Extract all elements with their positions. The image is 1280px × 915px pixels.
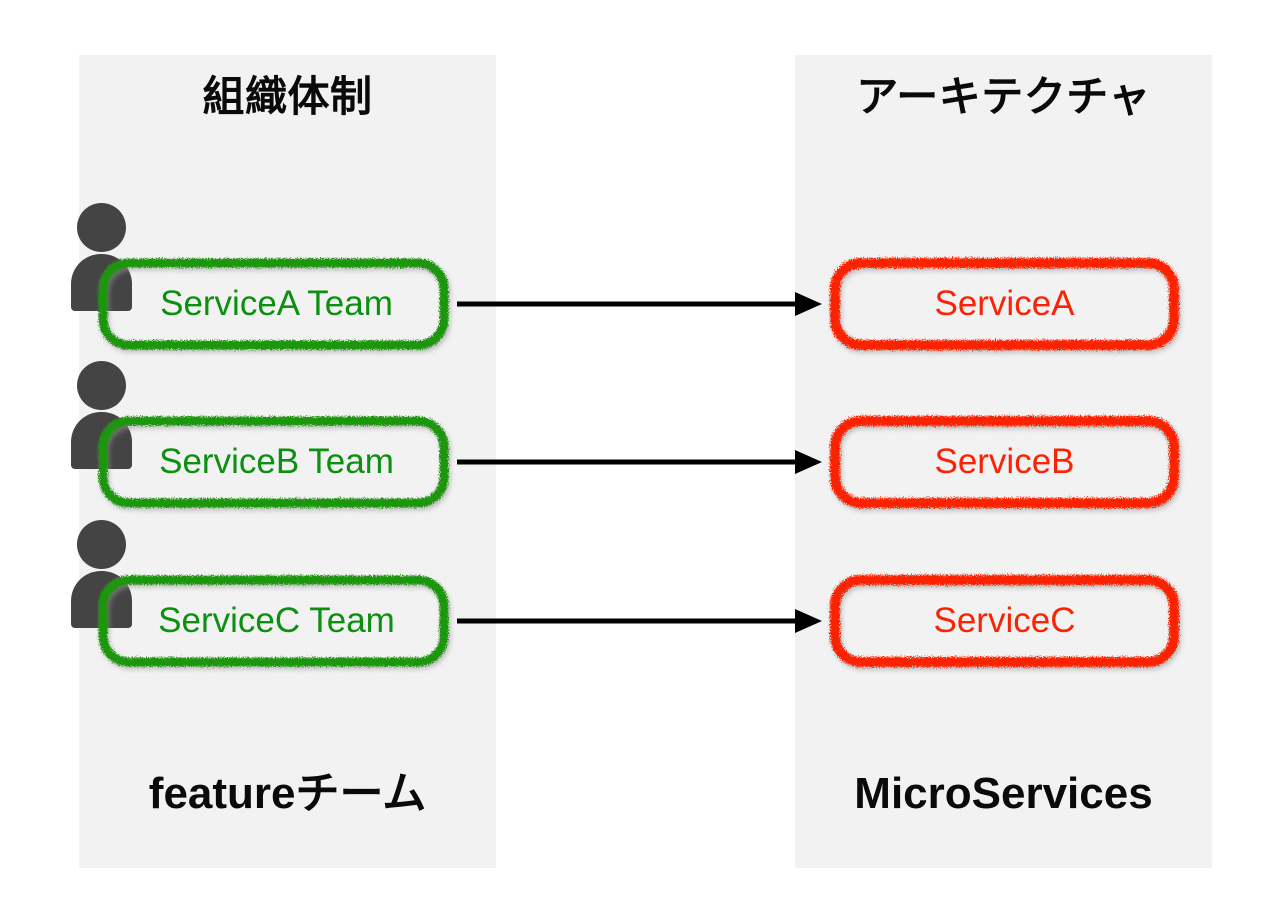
architecture-panel-footer: MicroServices — [854, 769, 1153, 818]
service-box-label: ServiceB — [934, 442, 1075, 481]
service-box-label: ServiceC — [933, 601, 1076, 640]
mapping-row: ServiceC Team — [0, 515, 1280, 685]
team-box-outline — [98, 416, 449, 508]
person-head-shape — [77, 203, 126, 252]
person-head-shape — [77, 361, 126, 410]
service-box-label: ServiceA — [934, 284, 1075, 323]
arrow-right-icon — [457, 292, 822, 316]
organization-panel-footer: featureチーム — [148, 769, 427, 818]
team-box-label: ServiceB Team — [159, 442, 394, 481]
mapping-row: ServiceA Team — [0, 198, 1280, 368]
architecture-panel-title: アーキテクチャ — [856, 73, 1151, 120]
team-box[interactable]: ServiceB Team — [96, 414, 451, 510]
team-box-outline — [98, 575, 449, 667]
service-box[interactable]: ServiceB — [827, 414, 1182, 510]
arrow-right-icon — [457, 450, 822, 474]
person-icon — [71, 520, 133, 630]
service-box-outline — [830, 575, 1179, 667]
service-box[interactable]: ServiceC — [827, 573, 1182, 669]
team-box-label: ServiceA Team — [160, 284, 393, 323]
team-box[interactable]: ServiceA Team — [96, 256, 451, 352]
service-box[interactable]: ServiceA — [827, 256, 1182, 352]
service-box-outline — [830, 416, 1179, 508]
person-head-shape — [77, 520, 126, 569]
organization-panel — [79, 55, 496, 868]
arrow-right-icon — [457, 609, 822, 633]
service-box-outline — [830, 258, 1179, 350]
team-box[interactable]: ServiceC Team — [96, 573, 451, 669]
team-box-label: ServiceC Team — [158, 601, 395, 640]
mapping-row: ServiceB Team — [0, 356, 1280, 526]
architecture-panel — [795, 55, 1212, 868]
organization-panel-title: 組織体制 — [202, 73, 373, 120]
team-box-outline — [98, 258, 449, 350]
